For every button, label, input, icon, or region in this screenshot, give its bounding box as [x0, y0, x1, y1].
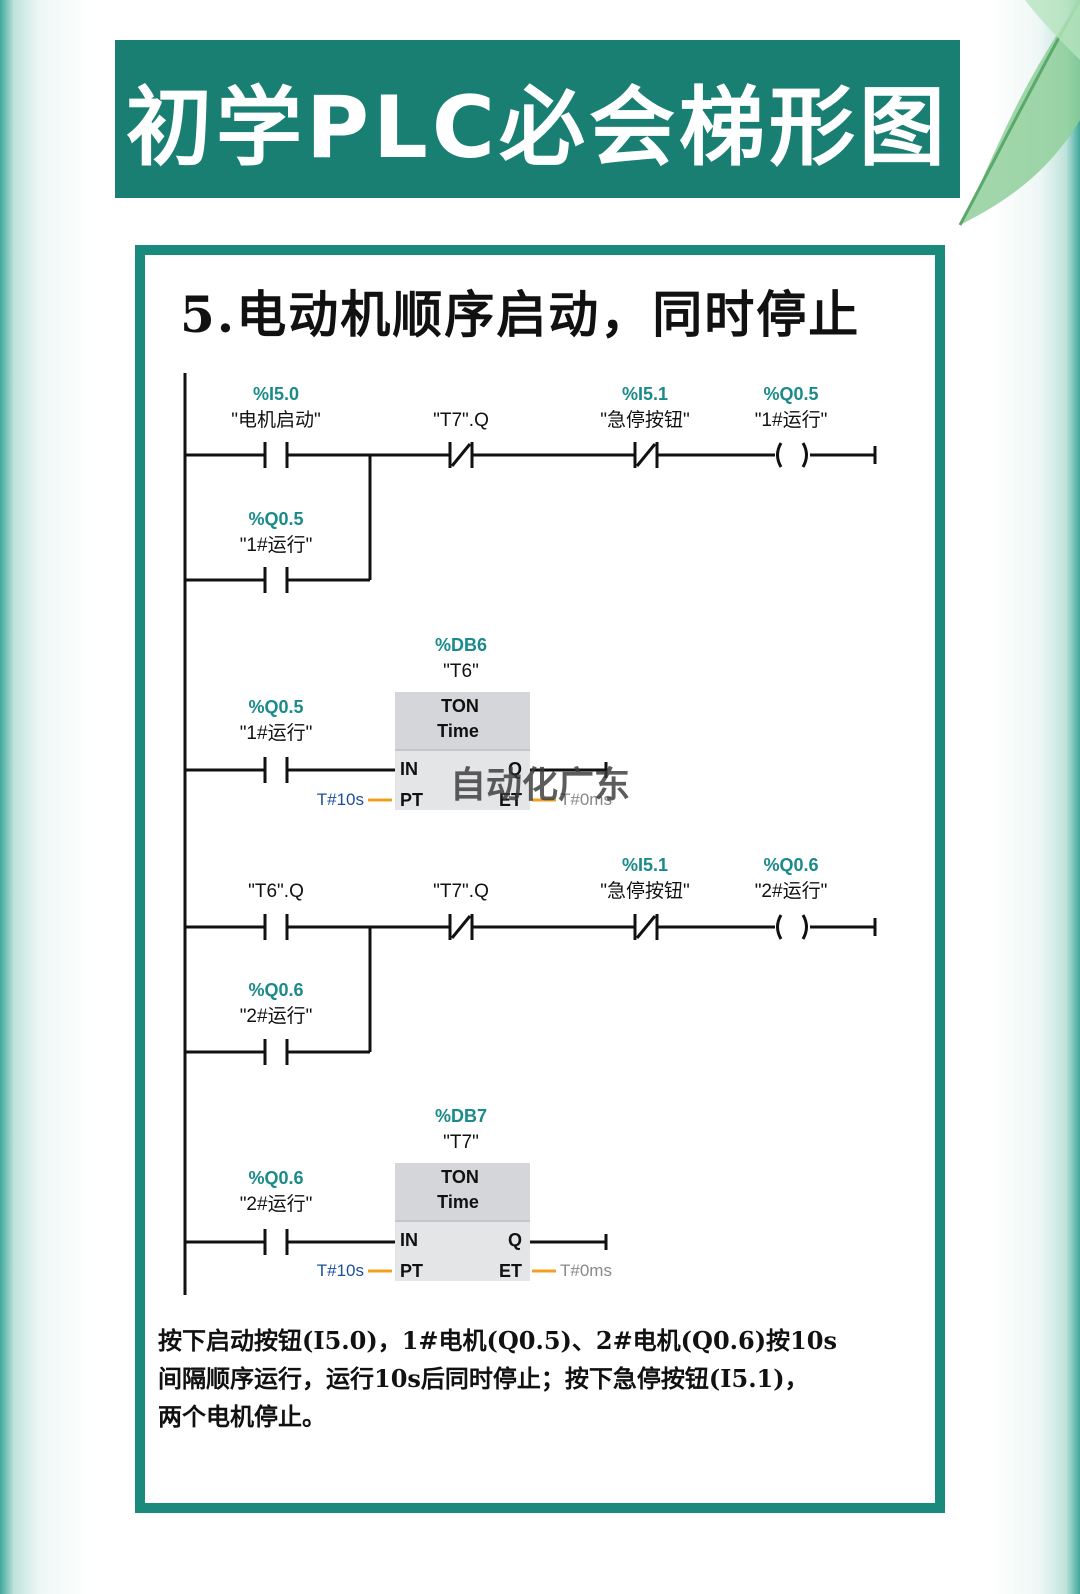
- label-tag: "1#运行": [755, 409, 828, 431]
- label-addr: %I5.0: [253, 384, 299, 404]
- coil-q06: [776, 914, 783, 940]
- description-line: 按下启动按钮(I5.0)，1#电机(Q0.5)、2#电机(Q0.6)按10s: [158, 1326, 837, 1355]
- pin-et: ET: [499, 1261, 522, 1281]
- pin-pt: PT: [400, 790, 423, 810]
- timer-subtype: Time: [437, 721, 479, 741]
- label-addr: %I5.1: [622, 384, 668, 404]
- pin-et: ET: [499, 790, 522, 810]
- description-line: 两个电机停止。: [158, 1402, 326, 1431]
- label-tag: "T6": [443, 661, 479, 682]
- coil-q05: [776, 442, 783, 468]
- page-title: 初学PLC必会梯形图: [126, 77, 949, 178]
- timer-et-value: T#0ms: [560, 790, 612, 809]
- label-addr: %Q0.5: [248, 697, 303, 717]
- timer-type: TON: [441, 696, 479, 716]
- pin-q: Q: [508, 759, 522, 779]
- pin-q: Q: [508, 1230, 522, 1250]
- label-tag: "2#运行": [755, 880, 828, 902]
- label-tag: "电机启动": [231, 409, 321, 431]
- timer-pt-value: T#10s: [317, 790, 364, 809]
- timer-subtype: Time: [437, 1192, 479, 1212]
- label-tag: "T7".Q: [433, 410, 489, 431]
- label-addr: %Q0.6: [763, 855, 818, 875]
- label-tag: "T7": [443, 1132, 479, 1153]
- label-tag: "T7".Q: [433, 881, 489, 902]
- pin-pt: PT: [400, 1261, 423, 1281]
- timer-block-t7: [395, 1163, 530, 1281]
- label-tag: "T6".Q: [248, 881, 304, 902]
- label-addr: %I5.1: [622, 855, 668, 875]
- label-addr: %DB7: [435, 1106, 487, 1126]
- label-addr: %Q0.5: [248, 509, 303, 529]
- label-addr: %DB6: [435, 635, 487, 655]
- leaf-decoration: [958, 0, 1080, 226]
- watermark: 自动化广东: [450, 765, 630, 806]
- timer-block-t6: [395, 692, 530, 810]
- label-tag: "1#运行": [240, 534, 313, 556]
- description-line: 间隔顺序运行，运行10s后同时停止；按下急停按钮(I5.1)，: [158, 1364, 809, 1393]
- label-addr: %Q0.6: [248, 1168, 303, 1188]
- label-addr: %Q0.6: [248, 980, 303, 1000]
- timer-type: TON: [441, 1167, 479, 1187]
- label-tag: "2#运行": [240, 1005, 313, 1027]
- section-title: 5.电动机顺序启动，同时停止: [180, 285, 861, 344]
- label-tag: "2#运行": [240, 1193, 313, 1215]
- timer-et-value: T#0ms: [560, 1261, 612, 1280]
- label-tag: "1#运行": [240, 722, 313, 744]
- label-addr: %Q0.5: [763, 384, 818, 404]
- timer-pt-value: T#10s: [317, 1261, 364, 1280]
- description: 按下启动按钮(I5.0)，1#电机(Q0.5)、2#电机(Q0.6)按10s 间…: [158, 1322, 918, 1436]
- pin-in: IN: [400, 1230, 418, 1250]
- label-tag: "急停按钮": [600, 880, 690, 902]
- label-tag: "急停按钮": [600, 409, 690, 431]
- title-banner: 初学PLC必会梯形图: [115, 40, 960, 198]
- pin-in: IN: [400, 759, 418, 779]
